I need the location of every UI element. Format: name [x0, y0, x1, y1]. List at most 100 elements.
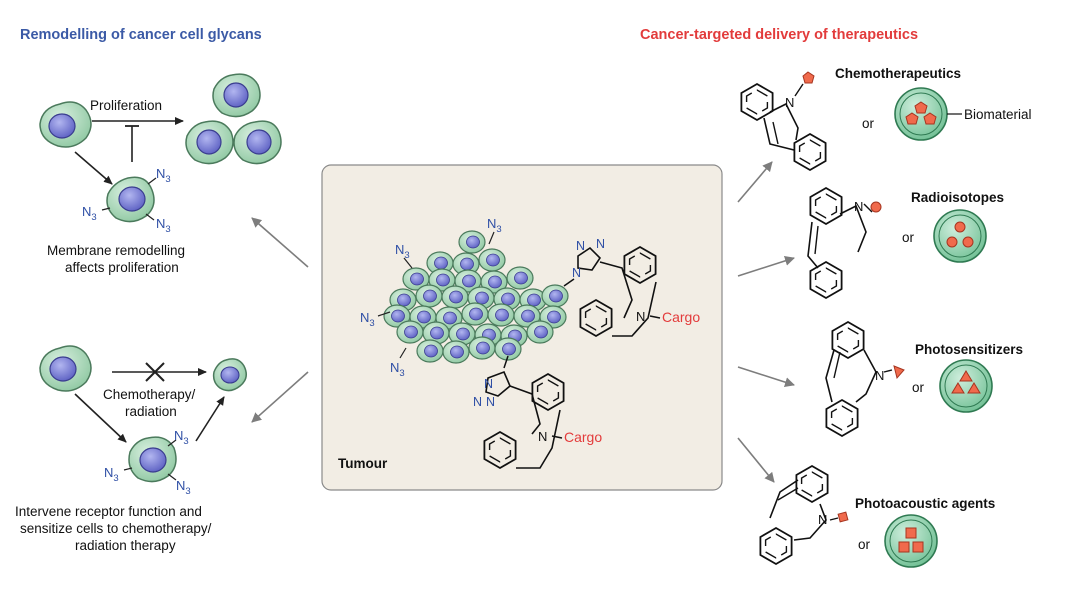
tumour-cell-nucleus	[475, 291, 489, 305]
tumour-cell-nucleus	[534, 325, 548, 339]
amine-n: N	[818, 512, 827, 527]
azide-label: N3	[487, 216, 502, 235]
biomaterial-photoacoustic	[884, 514, 938, 568]
tumour-cell-nucleus	[547, 310, 561, 324]
tumour-cell-nucleus	[514, 271, 528, 285]
triazole-n: N	[576, 239, 585, 253]
azide-labelled-cell-top	[101, 176, 157, 223]
or-label: or	[902, 230, 915, 245]
biomaterial-radioisotopes	[933, 209, 987, 263]
click-conjugate-upper	[563, 246, 661, 337]
cell-initial-bottom	[39, 345, 92, 392]
tumour-cell-nucleus	[488, 275, 502, 289]
tumour-cell-nucleus	[549, 289, 563, 303]
azide-label: N3	[176, 478, 191, 497]
tumour-cell-nucleus	[486, 253, 500, 267]
bottom-panel-caption-line1: Intervene receptor function and	[15, 504, 202, 519]
tumour-label: Tumour	[338, 456, 388, 471]
top-panel-caption-line2: affects proliferation	[65, 260, 179, 275]
tumour-cell-nucleus	[469, 307, 483, 321]
tumour-cell-nucleus	[391, 309, 405, 323]
small-cell-bottom	[212, 358, 247, 392]
azide-label: N3	[395, 242, 410, 261]
cell-initial-top	[39, 101, 92, 148]
tumour-cell-nucleus	[462, 274, 476, 288]
cargo-label: Cargo	[564, 429, 602, 445]
photoacoustic-agents-label: Photoacoustic agents	[855, 496, 995, 511]
tumour-cell-nucleus	[501, 292, 515, 306]
tumour-cell-nucleus	[460, 257, 474, 271]
tumour-cell-nucleus	[521, 309, 535, 323]
or-label: or	[858, 537, 871, 552]
bottom-panel-caption-line2: sensitize cells to chemotherapy/	[20, 521, 212, 536]
dbco-molecule-radioisotopes	[807, 187, 873, 299]
cargo-label: Cargo	[662, 309, 700, 325]
click-conjugate-lower	[483, 355, 565, 469]
amine-n: N	[785, 95, 794, 110]
dbco-molecule-chemotherapeutics	[740, 83, 827, 171]
chemo-label-line1: Chemotherapy/	[103, 387, 196, 402]
arrow-to-photoacoustic-agents	[737, 437, 775, 483]
tumour-cell-nucleus	[423, 289, 437, 303]
biomaterial-label: Biomaterial	[964, 107, 1032, 122]
arrow-to-bottom-panel	[251, 371, 309, 423]
azide-label: N3	[156, 166, 171, 185]
biomaterial-chemotherapeutics	[894, 87, 948, 141]
triazole-n: N	[572, 266, 581, 280]
proliferated-cells	[185, 73, 282, 165]
photoacoustic-square	[837, 511, 849, 523]
triazole-n: N	[484, 377, 493, 391]
amine-n: N	[854, 199, 863, 214]
triazole-n: N	[473, 395, 482, 409]
tumour-cell-nucleus	[450, 345, 464, 359]
tumour-cell-nucleus	[527, 293, 541, 307]
radioisotopes-label: Radioisotopes	[911, 190, 1004, 205]
tumour-cell-nucleus	[430, 326, 444, 340]
azide-label: N3	[360, 310, 375, 329]
tumour-cell-nucleus	[443, 311, 457, 325]
azide-label: N3	[390, 360, 405, 379]
chemotherapeutics-label: Chemotherapeutics	[835, 66, 961, 81]
arrow-to-photosensitizers	[737, 366, 795, 388]
bottom-panel-caption-line3: radiation therapy	[75, 538, 176, 553]
arrow-to-top-panel	[251, 217, 309, 268]
azide-label: N3	[156, 216, 171, 235]
triazole-n: N	[596, 237, 605, 251]
biomaterial-photosensitizers	[939, 359, 993, 413]
tumour-cell-nucleus	[456, 327, 470, 341]
arrow-to-chemotherapeutics	[737, 161, 773, 203]
tumour-cell-nucleus	[410, 272, 424, 286]
amine-n: N	[875, 368, 884, 383]
proliferation-label: Proliferation	[90, 98, 162, 113]
amine-n: N	[538, 429, 547, 444]
tumour-cell-nucleus	[495, 308, 509, 322]
left-heading: Remodelling of cancer cell glycans	[20, 27, 262, 43]
top-panel-caption-line1: Membrane remodelling	[47, 243, 185, 258]
photosensitizer-triangle	[893, 365, 905, 380]
dbco-molecule-photosensitizers	[825, 321, 893, 437]
tumour-cell-nucleus	[436, 273, 450, 287]
arrow-to-radioisotopes	[737, 255, 795, 277]
azide-labelled-cell-bottom	[123, 436, 177, 483]
or-label: or	[912, 380, 925, 395]
tumour-cell-nucleus	[476, 341, 490, 355]
tumour-cell-nucleus	[449, 290, 463, 304]
or-label: or	[862, 116, 875, 131]
azide-label: N3	[174, 428, 189, 447]
tumour-cell-nucleus	[424, 344, 438, 358]
right-heading: Cancer-targeted delivery of therapeutics	[640, 27, 918, 43]
tumour-cell-nucleus	[502, 342, 516, 356]
azide-label: N3	[104, 465, 119, 484]
amine-n: N	[636, 309, 645, 324]
drug-pentagon	[802, 71, 815, 84]
radioisotope-sphere	[870, 201, 882, 213]
chemo-label-line2: radiation	[125, 404, 177, 419]
tumour-cell-cluster	[383, 230, 569, 364]
tumour-cell-nucleus	[434, 256, 448, 270]
tumour-cell-nucleus	[417, 310, 431, 324]
tumour-cell-nucleus	[466, 235, 480, 249]
tumour-cell-nucleus	[404, 325, 418, 339]
triazole-n: N	[486, 395, 495, 409]
azide-label: N3	[82, 204, 97, 223]
